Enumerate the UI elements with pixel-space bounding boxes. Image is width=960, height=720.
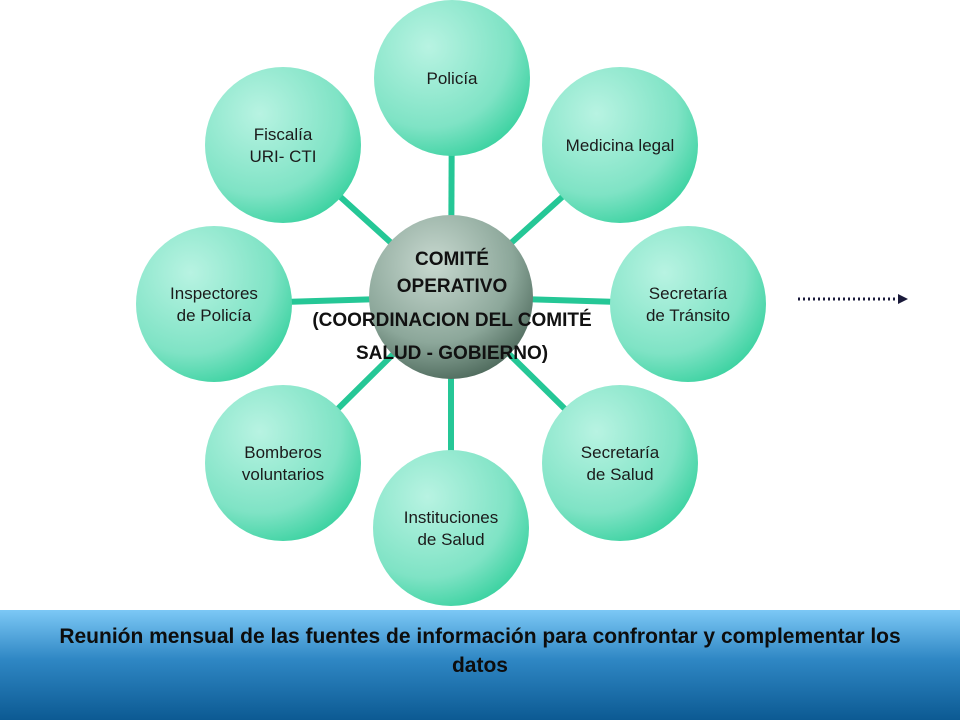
- node-label-inspectores-1: Inspectores: [170, 284, 258, 303]
- node-label-secretaria-transito-2: de Tránsito: [646, 306, 730, 325]
- node-circle-policia: [374, 0, 530, 156]
- node-circle-fiscalia: [205, 67, 361, 223]
- node-label-bomberos-2: voluntarios: [242, 465, 324, 484]
- node-circle-secretaria-salud: [542, 385, 698, 541]
- node-label-bomberos-1: Bomberos: [244, 443, 321, 462]
- node-inspectores: Inspectores de Policía: [136, 226, 292, 382]
- node-label-fiscalia-2: URI- CTI: [249, 147, 316, 166]
- center-label-line-4: SALUD - GOBIERNO): [356, 343, 548, 364]
- arrow-head-icon: [898, 294, 908, 304]
- footer-banner: Reunión mensual de las fuentes de inform…: [0, 610, 960, 720]
- node-medicina-legal: Medicina legal: [542, 67, 698, 223]
- node-circle-medicina-legal: [542, 67, 698, 223]
- center-circle: [369, 215, 533, 379]
- center-label: COMITÉ OPERATIVO (COORDINACION DEL COMIT…: [312, 248, 591, 364]
- node-label-medicina-legal-1: Medicina legal: [566, 136, 675, 155]
- dotted-arrow: [798, 294, 908, 304]
- node-label-fiscalia-1: Fiscalía: [254, 125, 313, 144]
- center-label-line-3: (COORDINACION DEL COMITÉ: [312, 309, 591, 331]
- node-instituciones-salud: Instituciones de Salud: [373, 450, 529, 606]
- node-circle-bomberos: [205, 385, 361, 541]
- node-label-instituciones-salud-2: de Salud: [417, 530, 484, 549]
- node-secretaria-transito: Secretaría de Tránsito: [610, 226, 766, 382]
- center-label-line-1: COMITÉ: [415, 248, 489, 270]
- node-circle-inspectores: [136, 226, 292, 382]
- node-label-secretaria-salud-1: Secretaría: [581, 443, 660, 462]
- node-label-instituciones-salud-1: Instituciones: [404, 508, 499, 527]
- center-label-line-2: OPERATIVO: [397, 276, 508, 297]
- banner-text: Reunión mensual de las fuentes de inform…: [59, 625, 901, 677]
- node-label-inspectores-2: de Policía: [177, 306, 252, 325]
- node-label-secretaria-salud-2: de Salud: [586, 465, 653, 484]
- node-circle-instituciones-salud: [373, 450, 529, 606]
- node-label-secretaria-transito-1: Secretaría: [649, 284, 728, 303]
- node-label-policia-1: Policía: [426, 69, 478, 88]
- node-secretaria-salud: Secretaría de Salud: [542, 385, 698, 541]
- node-circle-secretaria-transito: [610, 226, 766, 382]
- node-policia: Policía: [374, 0, 530, 156]
- node-bomberos: Bomberos voluntarios: [205, 385, 361, 541]
